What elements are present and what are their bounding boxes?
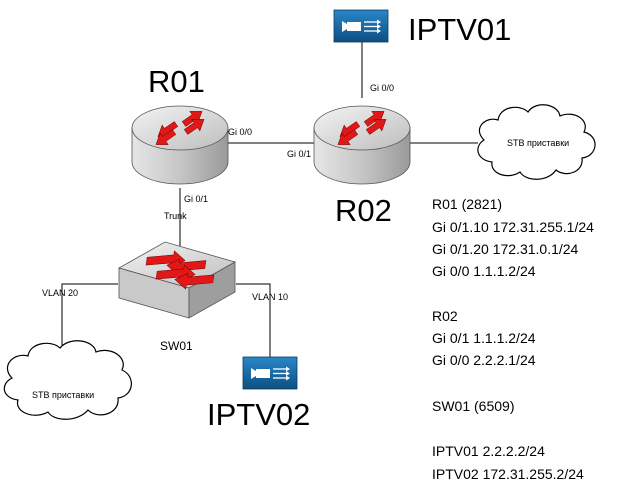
cloud-icon bbox=[3, 340, 132, 420]
info-sw01-title: SW01 (6509) bbox=[432, 398, 514, 414]
cloud-icon bbox=[477, 104, 596, 180]
info-r01-line: Gi 0/0 1.1.1.2/24 bbox=[432, 263, 536, 279]
link-sw01-stb bbox=[61, 283, 118, 360]
trunk-label: Trunk bbox=[164, 211, 187, 221]
r01-label: R01 bbox=[148, 64, 205, 99]
router-r02[interactable] bbox=[313, 105, 411, 185]
info-r02-line: Gi 0/0 2.2.2.1/24 bbox=[432, 352, 536, 368]
stb-cloud-left[interactable] bbox=[3, 340, 132, 420]
info-r01-line: Gi 0/1.10 172.31.255.1/24 bbox=[432, 219, 594, 235]
vlan10-label: VLAN 10 bbox=[252, 292, 288, 302]
video-camera-icon bbox=[251, 366, 290, 381]
iptv02-label: IPTV02 bbox=[207, 397, 310, 432]
stb-cloud-right[interactable] bbox=[477, 104, 596, 180]
r01-gi00-label: Gi 0/0 bbox=[228, 127, 252, 137]
links bbox=[61, 42, 478, 360]
iptv01-label: IPTV01 bbox=[408, 12, 511, 47]
r02-gi00-label: Gi 0/0 bbox=[370, 83, 394, 93]
stb-left-label: STB приставки bbox=[32, 390, 94, 400]
info-iptv-line: IPTV02 172.31.255.2/24 bbox=[432, 466, 584, 482]
switch-sw01[interactable] bbox=[117, 241, 237, 319]
switch-arrows-icon bbox=[145, 250, 215, 290]
router-r01[interactable] bbox=[131, 105, 229, 185]
vlan20-label: VLAN 20 bbox=[42, 288, 78, 298]
r01-gi01-label: Gi 0/1 bbox=[184, 194, 208, 204]
info-block: R01 (2821) Gi 0/1.10 172.31.255.1/24 Gi … bbox=[432, 196, 594, 482]
stb-right-label: STB приставки bbox=[507, 138, 569, 148]
r02-gi01-label: Gi 0/1 bbox=[287, 149, 311, 159]
info-r01-line: Gi 0/1.20 172.31.0.1/24 bbox=[432, 241, 579, 257]
iptv01-device[interactable] bbox=[333, 9, 389, 43]
iptv02-device[interactable] bbox=[242, 356, 298, 390]
r02-label: R02 bbox=[335, 193, 392, 228]
video-camera-icon bbox=[342, 19, 381, 34]
info-iptv-line: IPTV01 2.2.2.2/24 bbox=[432, 443, 545, 459]
sw01-label: SW01 bbox=[160, 339, 193, 353]
info-r01-title: R01 (2821) bbox=[432, 196, 502, 212]
link-sw01-iptv02 bbox=[236, 283, 271, 357]
info-r02-title: R02 bbox=[432, 308, 458, 324]
info-r02-line: Gi 0/1 1.1.1.2/24 bbox=[432, 330, 536, 346]
